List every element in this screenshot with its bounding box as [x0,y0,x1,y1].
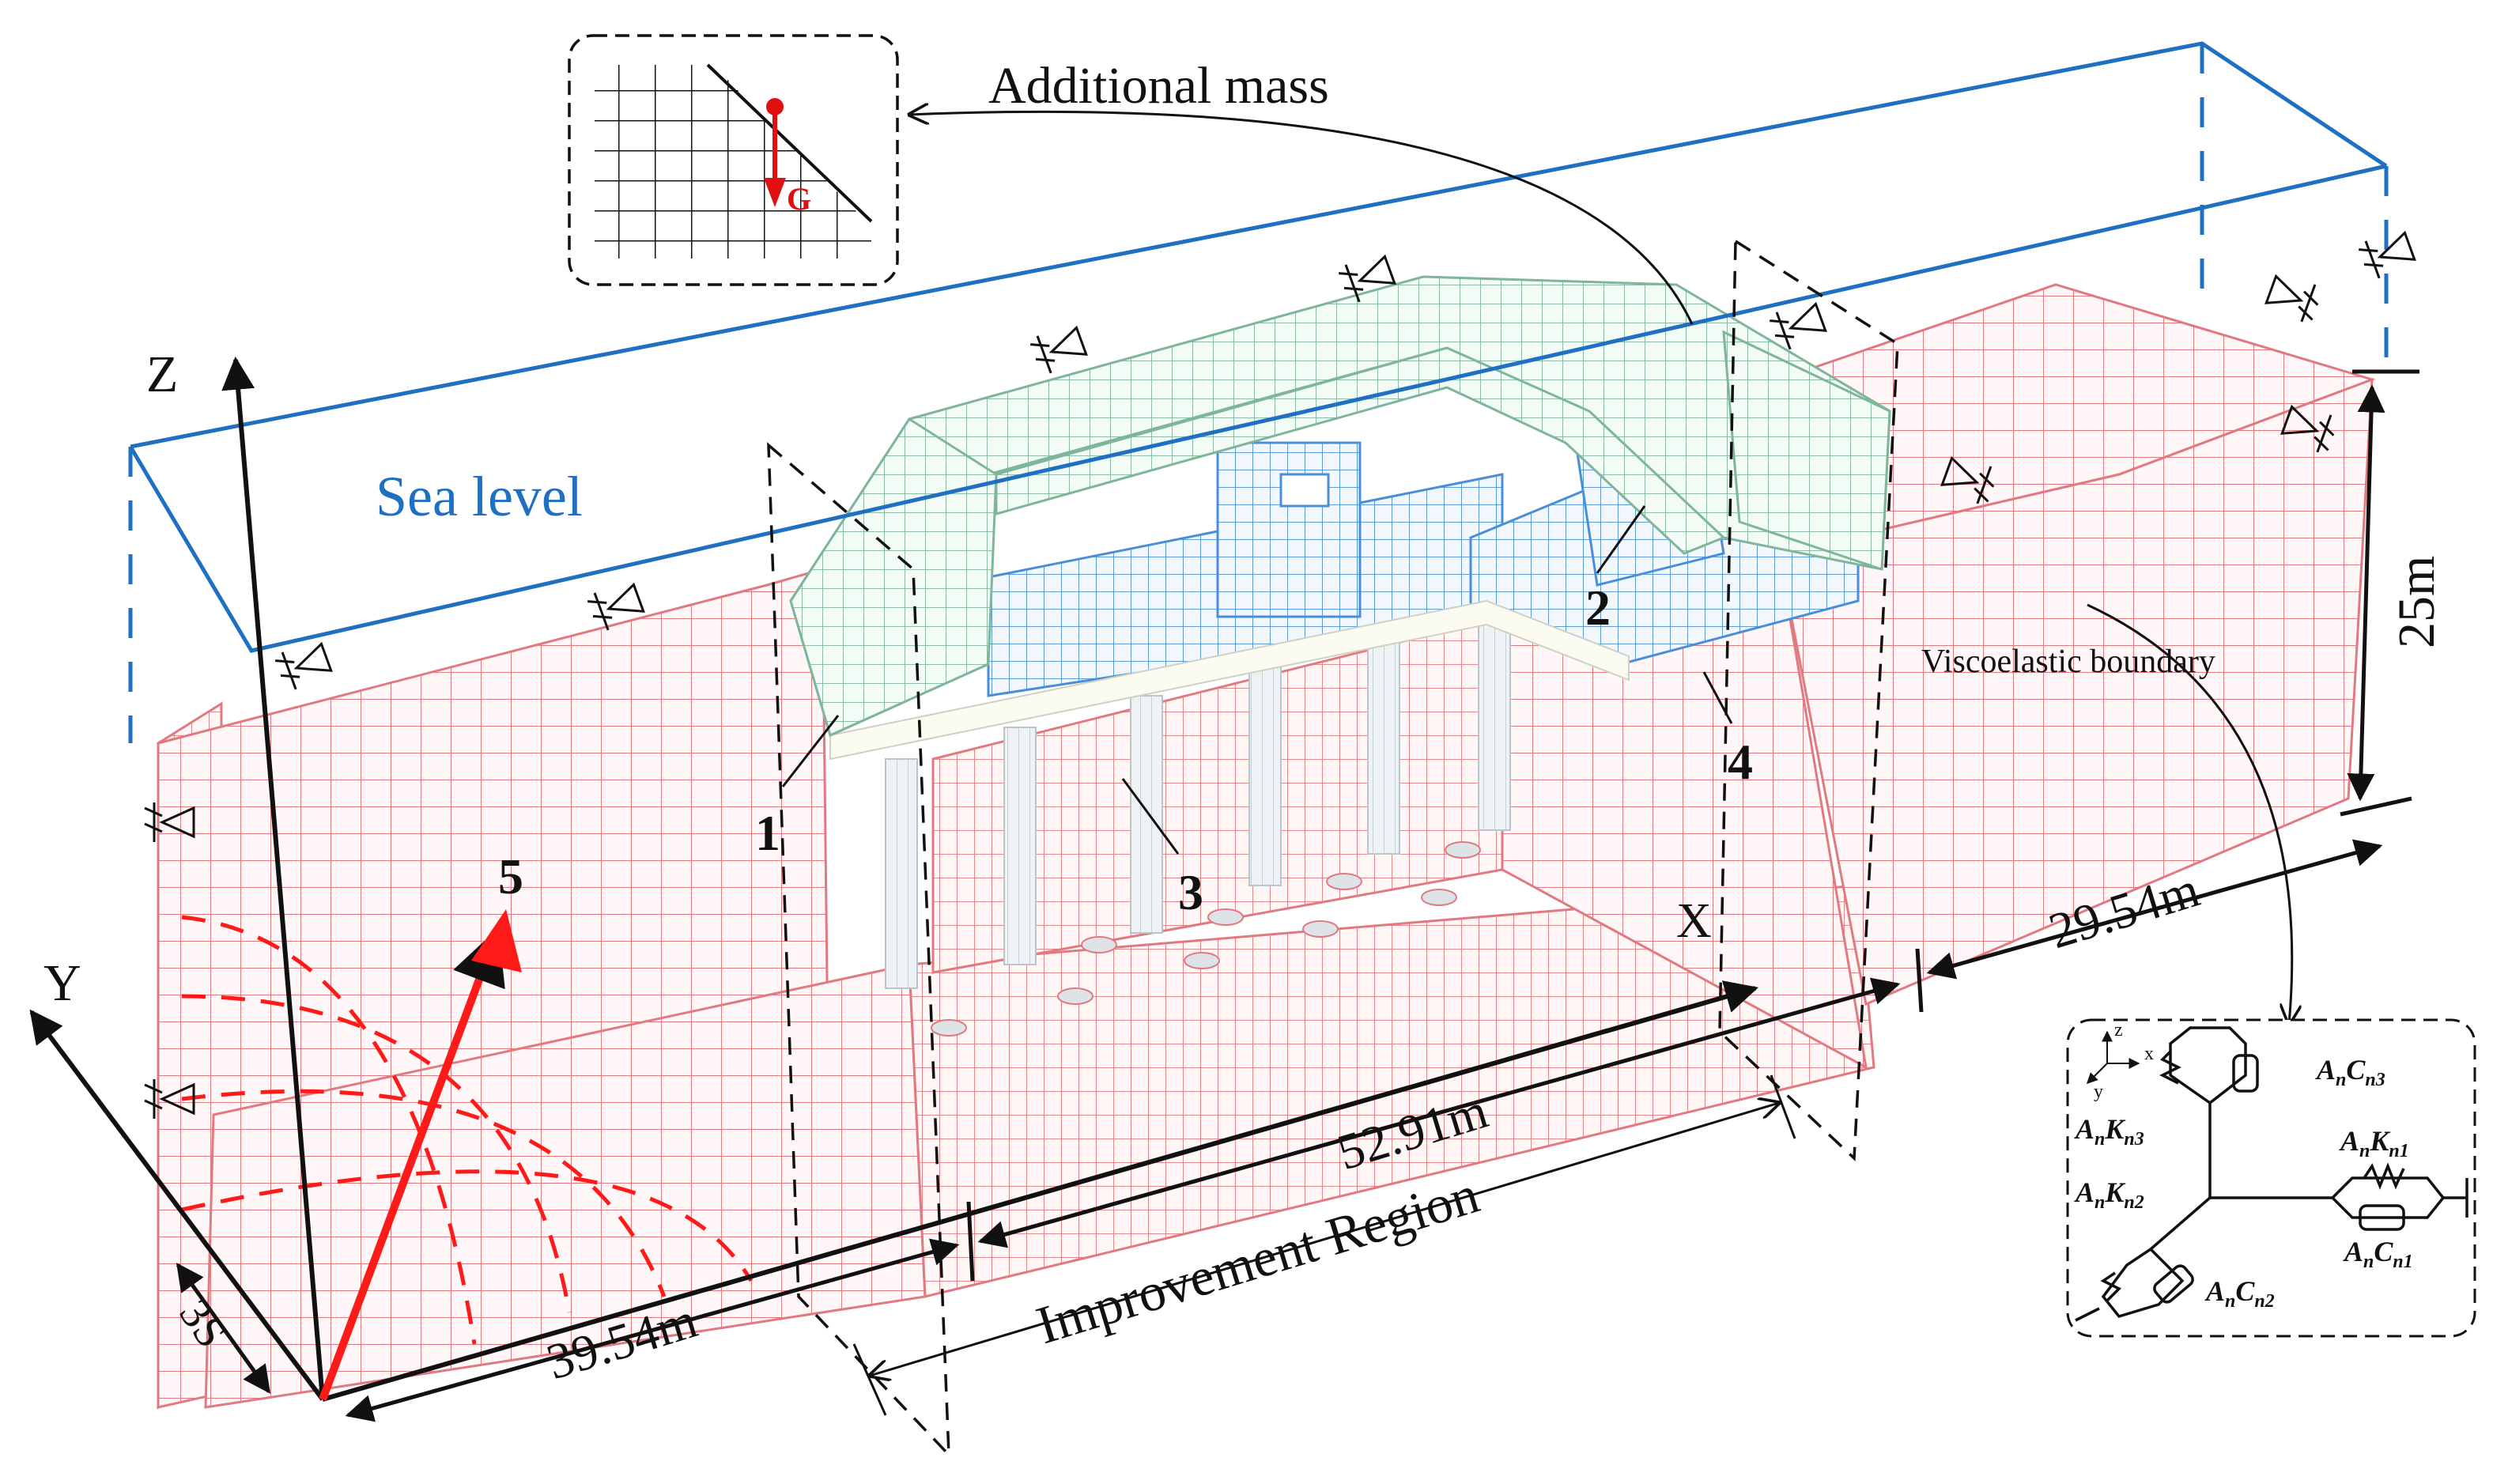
legend-label-an-cn3: AnCn3 [2315,1054,2385,1090]
pile-socket [931,1019,967,1037]
wharf-cap-frame [789,275,1891,738]
boundary-symbols [144,230,2416,1119]
inset-slope [706,63,873,223]
deck-column-block [1216,441,1362,618]
improvement-dim [852,1074,1796,1416]
callout-4: 4 [1728,734,1753,790]
sea-level-box [128,41,2389,743]
additional-mass-leader [909,111,1694,325]
height-dim-label: 25m [2388,556,2446,648]
dim-tick [1915,948,1924,1013]
y-axis [29,1009,325,1401]
callout-leaders [781,111,2292,1024]
callout-3: 3 [1178,864,1203,920]
piles [885,608,1511,1037]
mass-node [766,98,784,115]
leader-2 [1596,505,1646,574]
boundary-symbol [2264,274,2319,323]
pile-socket [1081,936,1117,953]
pile [1478,608,1511,831]
sea-level-label: Sea level [376,465,583,528]
boundary-symbol [2359,230,2416,279]
boundary-symbol [587,582,645,631]
z-axis [221,356,325,1400]
gravity-label: G [787,181,811,217]
cap-right-shoulder [1722,330,1891,572]
pile-socket [1302,920,1339,938]
boundary-symbol [275,641,333,690]
dim-height-line [2347,384,2385,802]
section-plane-left [767,442,950,1459]
wave-arc [181,915,477,1345]
boundary-symbol [144,1079,195,1119]
gravity-arrowhead [764,178,786,207]
legend-axis-z: z [2114,1020,2123,1040]
additional-mass-inset: G [568,34,899,286]
legend-label-an-cn2: AnCn2 [2204,1275,2275,1312]
axis-z-label: Z [146,346,178,403]
svg-text:AnCn1: AnCn1 [2343,1236,2413,1272]
improvement-dim-line [870,1103,1779,1376]
pile [1003,727,1037,965]
legend-axis-y: y [2094,1082,2103,1102]
svg-text:AnCn3: AnCn3 [2315,1054,2385,1090]
callout-2: 2 [1585,580,1611,636]
legend-label-an-kn1: AnKn1 [2339,1125,2409,1161]
leader-4 [1702,671,1733,724]
svg-text:AnKn2: AnKn2 [2074,1176,2144,1213]
axis-y-label: Y [43,954,81,1012]
leader-3 [1121,778,1180,855]
dim-tick [2340,796,2412,817]
incident-wave-arrowhead [471,909,522,972]
dim-tick [1770,1074,1796,1139]
viscoelastic-boundary-label: Viscoelastic boundary [1921,644,2215,680]
legend-label-an-kn3: AnKn3 [2074,1113,2144,1150]
spring-dashpot-assembly [2075,1026,2468,1322]
pile-socket [1326,873,1362,890]
viscoelastic-leader [2087,603,2292,1024]
legend-local-axes [2087,1030,2140,1084]
spring-dashpot-legend: z x y AnCn3 AnKn3 [2066,1018,2476,1338]
boundary-symbol [144,802,195,842]
pile-socket [1207,908,1244,926]
pile-socket [1184,952,1220,969]
dim-tick [852,1343,887,1416]
boundary-symbol [2280,404,2335,453]
legend-frame [2066,1018,2476,1338]
boundary-symbol [1030,325,1088,374]
dim-right-line [1926,839,2383,980]
pile [1367,632,1400,855]
boundary-symbol [1770,301,1827,350]
wave-arc [181,1089,667,1297]
legend-label-an-kn2: AnKn2 [2074,1176,2144,1213]
axis-x-label: X [1676,894,1712,948]
cap-left-leg [789,417,998,738]
deck-opening [1279,473,1330,508]
pile-socket [1057,987,1094,1005]
dim-left-line [345,1238,960,1422]
leader-1 [781,715,840,787]
pile [885,758,918,989]
dim-depth-line [176,1263,271,1394]
additional-mass-label: Additional mass [988,57,1329,115]
legend-label-an-cn1: AnCn1 [2343,1236,2413,1272]
pile-socket [1421,889,1457,906]
pile-socket [1445,841,1481,859]
sea-box-near-edge [128,164,2387,653]
legend-axis-x: x [2144,1044,2154,1064]
pile [1130,695,1163,934]
svg-text:AnKn1: AnKn1 [2339,1125,2409,1161]
callout-5: 5 [498,848,523,904]
wave-arc [181,1169,754,1282]
callout-1: 1 [755,805,780,861]
boundary-symbol [1339,254,1396,303]
pile-cap-plate [829,599,1630,761]
pile [1248,663,1282,886]
svg-text:AnKn3: AnKn3 [2074,1113,2144,1150]
svg-text:AnCn2: AnCn2 [2204,1275,2275,1312]
boundary-symbol [1940,455,1995,504]
